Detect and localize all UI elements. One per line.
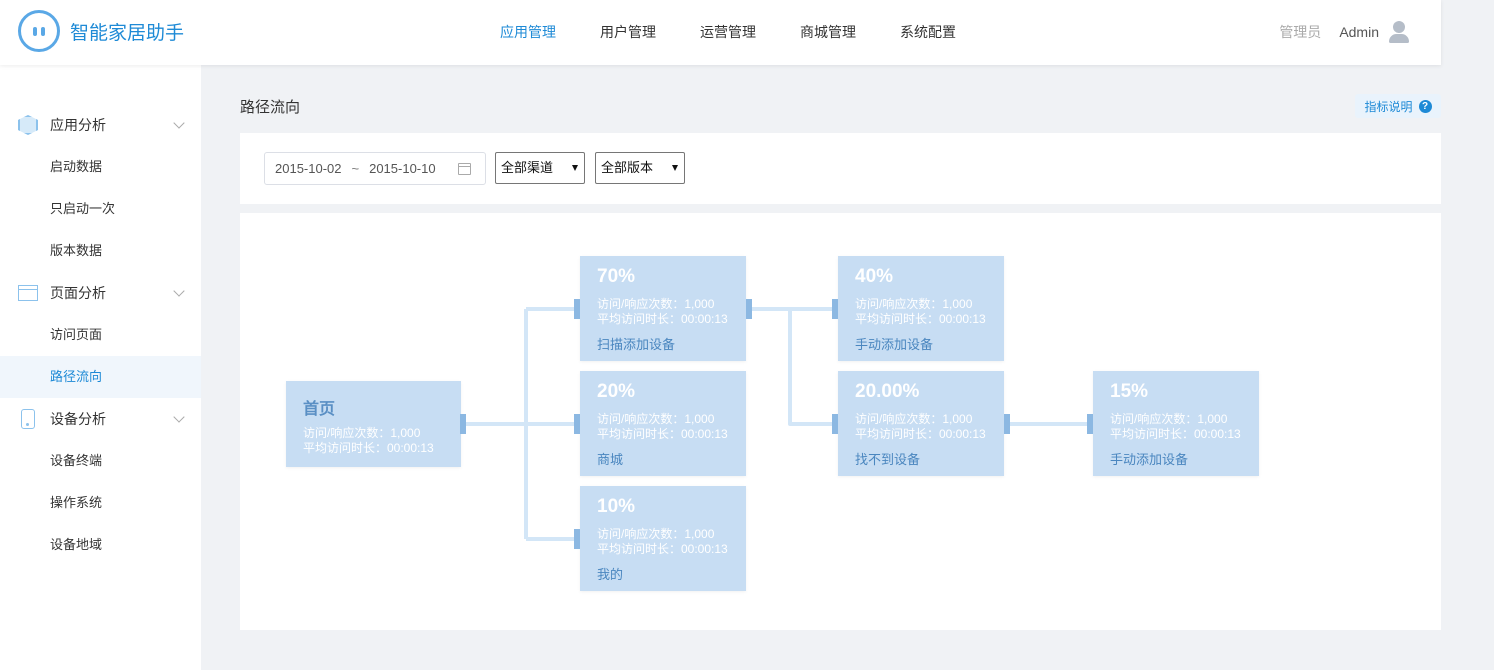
page-title: 路径流向: [240, 99, 301, 116]
sidebar-group-app-analysis[interactable]: 应用分析: [0, 104, 201, 146]
robot-logo-icon: [18, 10, 60, 52]
path-flow-panel: 首页 访问/响应次数：1,000 平均访问时长：00:00:13 70% 访问/…: [240, 213, 1441, 630]
sidebar-group-page-analysis[interactable]: 页面分析: [0, 272, 201, 314]
node-label: 首页: [303, 401, 336, 418]
node-percentage: 15%: [1110, 381, 1149, 402]
flow-node-manual-add[interactable]: 40% 访问/响应次数：1,000 平均访问时长：00:00:13 手动添加设备: [838, 256, 1004, 361]
calendar-icon: [458, 163, 471, 175]
version-select[interactable]: 全部版本: [595, 152, 685, 184]
node-visits: 访问/响应次数：1,000: [597, 297, 715, 311]
node-visits: 访问/响应次数：1,000: [597, 412, 715, 426]
node-in-port: [832, 414, 838, 434]
page-icon: [18, 285, 38, 301]
node-label: 找不到设备: [855, 452, 921, 467]
sidebar-group-label: 页面分析: [50, 285, 106, 301]
node-duration: 平均访问时长：00:00:13: [1110, 427, 1241, 441]
sidebar-group-label: 应用分析: [50, 117, 106, 133]
node-in-port: [574, 529, 580, 549]
node-in-port: [832, 299, 838, 319]
node-out-port: [1004, 414, 1010, 434]
node-percentage: 20%: [597, 381, 636, 402]
version-select-value: 全部版本: [601, 160, 654, 175]
chevron-down-icon: [173, 285, 185, 297]
dropdown-arrow-icon: [672, 165, 678, 171]
node-duration: 平均访问时长：00:00:13: [597, 427, 728, 441]
node-out-port: [460, 414, 466, 434]
sidebar-item-launch-once[interactable]: 只启动一次: [50, 201, 116, 216]
user-menu[interactable]: 管理员 Admin: [1279, 20, 1411, 44]
node-in-port: [1087, 414, 1093, 434]
sidebar-item-device-terminal[interactable]: 设备终端: [50, 453, 103, 468]
app-title: 智能家居助手: [70, 22, 185, 44]
flow-node-manual-add-2[interactable]: 15% 访问/响应次数：1,000 平均访问时长：00:00:13 手动添加设备: [1093, 371, 1259, 476]
question-icon: ?: [1418, 99, 1432, 113]
node-percentage: 20.00%: [855, 381, 920, 402]
node-duration: 平均访问时长：00:00:13: [855, 312, 986, 326]
user-avatar-icon[interactable]: [1387, 20, 1411, 44]
metrics-help-button[interactable]: 指标说明 ?: [1355, 94, 1441, 118]
cube-icon: [18, 115, 38, 135]
sidebar-item-path-flow[interactable]: 路径流向: [0, 356, 201, 398]
flow-node-scan-add[interactable]: 70% 访问/响应次数：1,000 平均访问时长：00:00:13 扫描添加设备: [580, 256, 746, 361]
sidebar-item-launch-data[interactable]: 启动数据: [50, 159, 103, 174]
node-label: 我的: [597, 567, 624, 582]
sidebar: 应用分析 启动数据 只启动一次 版本数据 页面分析 访问页面 路径流向 设备分析…: [0, 65, 201, 670]
flow-node-mall[interactable]: 20% 访问/响应次数：1,000 平均访问时长：00:00:13 商城: [580, 371, 746, 476]
nav-user-management[interactable]: 用户管理: [600, 24, 656, 40]
node-visits: 访问/响应次数：1,000: [1110, 412, 1228, 426]
node-percentage: 10%: [597, 496, 636, 517]
chevron-down-icon: [173, 117, 185, 129]
node-label: 手动添加设备: [1110, 452, 1189, 467]
node-visits: 访问/响应次数：1,000: [855, 297, 973, 311]
sidebar-item-version-data[interactable]: 版本数据: [50, 243, 103, 258]
channel-select[interactable]: 全部渠道: [495, 152, 585, 184]
node-in-port: [574, 299, 580, 319]
user-name: Admin: [1339, 24, 1379, 40]
sidebar-group-label: 设备分析: [50, 411, 106, 427]
nav-system-config[interactable]: 系统配置: [900, 24, 956, 40]
node-duration: 平均访问时长：00:00:13: [303, 441, 434, 455]
chevron-down-icon: [173, 411, 185, 423]
flow-node-mine[interactable]: 10% 访问/响应次数：1,000 平均访问时长：00:00:13 我的: [580, 486, 746, 591]
node-in-port: [574, 414, 580, 434]
top-header: 智能家居助手 应用管理 用户管理 运营管理 商城管理 系统配置 管理员 Admi…: [0, 0, 1441, 65]
node-label: 手动添加设备: [855, 337, 934, 352]
node-out-port: [746, 299, 752, 319]
node-duration: 平均访问时长：00:00:13: [597, 312, 728, 326]
date-end: 2015-10-10: [369, 161, 436, 176]
node-visits: 访问/响应次数：1,000: [303, 426, 421, 440]
connector-scan-to-next: [752, 307, 834, 426]
sidebar-item-device-region[interactable]: 设备地域: [50, 537, 103, 552]
node-percentage: 40%: [855, 266, 894, 287]
sidebar-item-visited-pages[interactable]: 访问页面: [50, 327, 103, 342]
app-logo[interactable]: 智能家居助手: [18, 10, 184, 52]
nav-app-management[interactable]: 应用管理: [500, 24, 556, 40]
user-role: 管理员: [1279, 24, 1322, 40]
dropdown-arrow-icon: [572, 165, 578, 171]
sidebar-group-device-analysis[interactable]: 设备分析: [0, 398, 201, 440]
node-percentage: 70%: [597, 266, 636, 287]
node-visits: 访问/响应次数：1,000: [597, 527, 715, 541]
date-start: 2015-10-02: [275, 161, 342, 176]
date-range-picker[interactable]: 2015-10-02 ~ 2015-10-10: [264, 152, 486, 185]
phone-icon: [21, 409, 35, 429]
flow-node-home[interactable]: 首页 访问/响应次数：1,000 平均访问时长：00:00:13: [286, 381, 461, 467]
nav-operation-management[interactable]: 运营管理: [700, 24, 756, 40]
flow-node-device-not-found[interactable]: 20.00% 访问/响应次数：1,000 平均访问时长：00:00:13 找不到…: [838, 371, 1004, 476]
channel-select-value: 全部渠道: [501, 160, 554, 175]
node-duration: 平均访问时长：00:00:13: [597, 542, 728, 556]
filter-bar: 2015-10-02 ~ 2015-10-10 全部渠道 全部版本: [240, 133, 1441, 204]
help-label: 指标说明: [1364, 99, 1413, 114]
connector-home-to-branches: [466, 307, 576, 541]
top-nav: 应用管理 用户管理 运营管理 商城管理 系统配置: [478, 0, 978, 65]
node-visits: 访问/响应次数：1,000: [855, 412, 973, 426]
date-separator: ~: [351, 161, 360, 176]
node-label: 扫描添加设备: [597, 337, 676, 352]
nav-mall-management[interactable]: 商城管理: [800, 24, 856, 40]
node-duration: 平均访问时长：00:00:13: [855, 427, 986, 441]
node-label: 商城: [597, 452, 624, 467]
sidebar-item-operating-system[interactable]: 操作系统: [50, 495, 103, 510]
